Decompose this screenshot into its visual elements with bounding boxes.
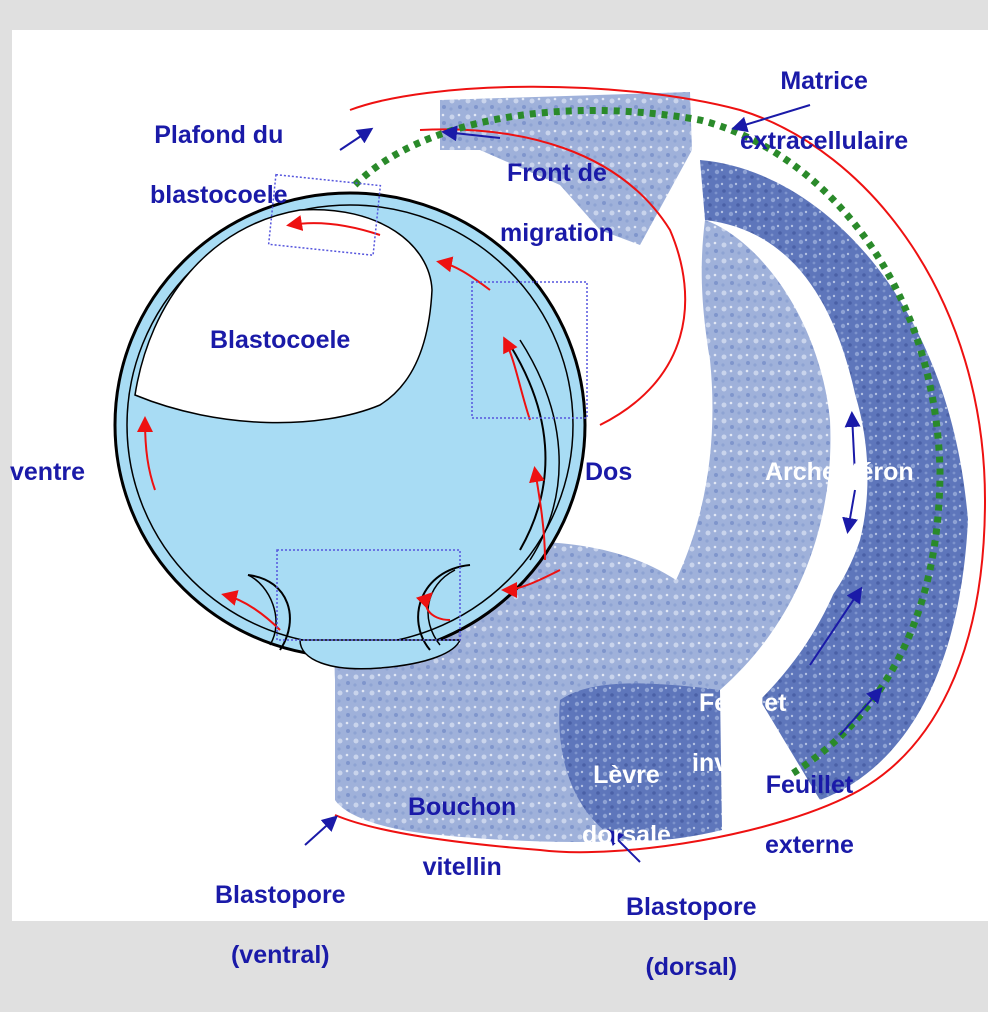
label-blastopore-dorsal: Blastopore (dorsal) — [626, 862, 757, 1012]
label-dos: Dos — [585, 457, 632, 487]
label-plafond: Plafond du blastocoele — [150, 90, 288, 240]
label-levre-dorsale: Lèvre dorsale — [582, 730, 671, 880]
label-front: Front de migration — [500, 128, 614, 278]
label-feuillet-externe: Feuillet externe — [765, 740, 854, 890]
label-archenteron: Archentéron — [765, 457, 914, 487]
label-bouchon: Bouchon vitellin — [408, 762, 516, 912]
diagram-stage: Plafond du blastocoele Matrice extracell… — [0, 0, 988, 921]
label-ventre: ventre — [10, 457, 85, 487]
label-matrice: Matrice extracellulaire — [740, 36, 908, 186]
label-blastocoele: Blastocoele — [210, 325, 350, 355]
label-blastopore-ventral: Blastopore (ventral) — [215, 850, 346, 1000]
